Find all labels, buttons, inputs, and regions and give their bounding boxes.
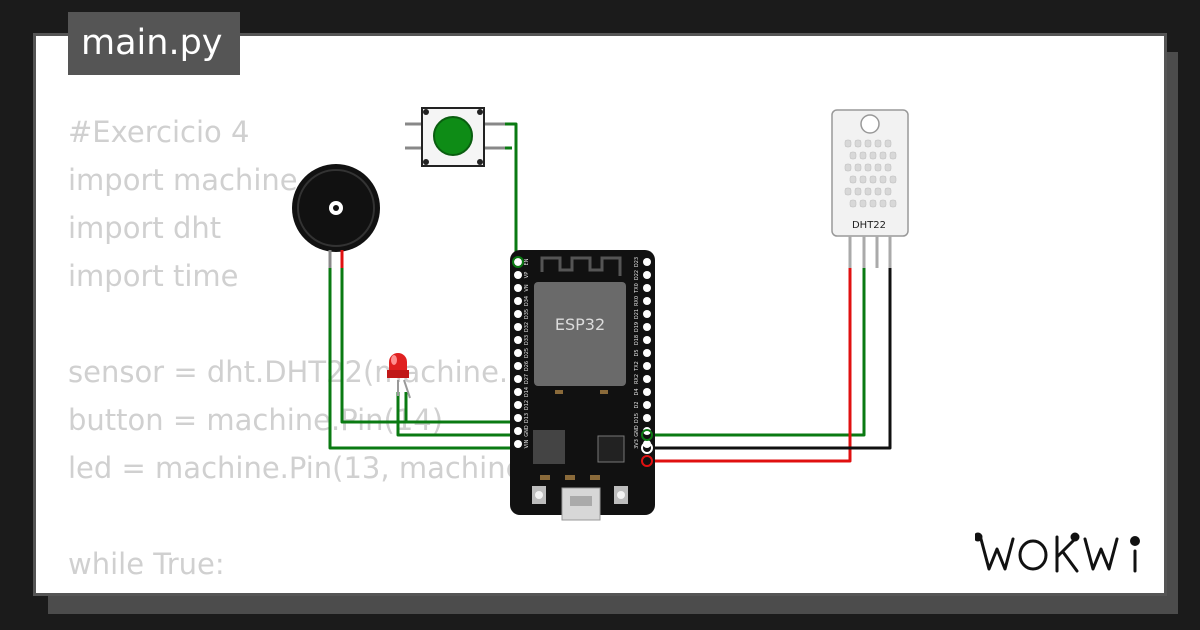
pin-label: 3V3 bbox=[634, 439, 640, 449]
vent-slot bbox=[874, 163, 882, 172]
pin-label: D34 bbox=[524, 296, 530, 306]
pin-label: D13 bbox=[524, 413, 530, 423]
wire-dht-vcc bbox=[648, 266, 852, 463]
vent-slot bbox=[849, 199, 857, 208]
vent-slot bbox=[854, 187, 862, 196]
led bbox=[387, 353, 411, 399]
code-line: import machine bbox=[68, 163, 298, 197]
dht22-sensor: DHT22 bbox=[831, 109, 909, 268]
vent-slot bbox=[859, 199, 867, 208]
vent-slot bbox=[879, 175, 887, 184]
pin-label: RX0 bbox=[634, 296, 640, 306]
pin-label: TX0 bbox=[634, 283, 640, 294]
vent-slot bbox=[884, 163, 892, 172]
pin-label: RX2 bbox=[634, 374, 640, 384]
vent-slot bbox=[874, 139, 882, 148]
vent-slot bbox=[884, 187, 892, 196]
vent-slot bbox=[879, 151, 887, 160]
code-line: button = machine.Pin(14) bbox=[68, 403, 444, 437]
pushbutton[interactable] bbox=[405, 107, 505, 167]
pin-label: D5 bbox=[634, 349, 640, 356]
vent-slot bbox=[844, 163, 852, 172]
vent-slot bbox=[889, 199, 897, 208]
wire-buzzer-left bbox=[328, 252, 520, 450]
pin-label: D15 bbox=[634, 413, 640, 423]
vent-slot bbox=[854, 139, 862, 148]
vent-slot bbox=[869, 199, 877, 208]
pin-label: D2 bbox=[634, 401, 640, 408]
esp32-board: ESP32 VINGNDD13D12D14D27D26D25D33D32D35D… bbox=[510, 250, 655, 521]
pin-label: D27 bbox=[524, 374, 530, 384]
pin-label: D26 bbox=[524, 361, 530, 371]
button-cap bbox=[433, 116, 473, 156]
vent-slot bbox=[884, 139, 892, 148]
pin-label: D21 bbox=[634, 309, 640, 319]
esp32-label: ESP32 bbox=[555, 315, 605, 334]
right-pin-labels: 3V3 GND D15 D2 D4 RX2 TX2 D5 D18 D19 D21 RX0 TX0 D22 D… bbox=[634, 257, 640, 449]
code-line: import dht bbox=[68, 211, 222, 245]
left-pin-labels: VIN GND D13 D12 D14 D27 D26 D25 D33 D32 D35 D34 VN VP… bbox=[524, 258, 530, 448]
pin-label: D35 bbox=[524, 309, 530, 319]
vent-slot bbox=[889, 175, 897, 184]
vent-slot bbox=[859, 175, 867, 184]
file-name-tab[interactable]: main.py bbox=[68, 12, 240, 75]
pin-label: VP bbox=[524, 272, 530, 278]
wire-dht-gnd bbox=[648, 266, 892, 450]
code-line: while True: bbox=[68, 547, 225, 581]
pin-label: D14 bbox=[524, 387, 530, 397]
vent-slot bbox=[849, 175, 857, 184]
pin-label: VN bbox=[524, 284, 530, 291]
pin-label: D33 bbox=[524, 335, 530, 345]
vent-slot bbox=[864, 187, 872, 196]
wire-buzzer-right bbox=[340, 252, 520, 424]
vent-slot bbox=[849, 151, 857, 160]
pin-label: D32 bbox=[524, 322, 530, 332]
pin-label: GND bbox=[634, 425, 640, 437]
vent-slot bbox=[844, 187, 852, 196]
pin-label: D12 bbox=[524, 400, 530, 410]
vent-slot bbox=[889, 151, 897, 160]
vent-slot bbox=[859, 151, 867, 160]
vent-slot bbox=[864, 139, 872, 148]
code-line: #Exercicio 4 bbox=[68, 115, 250, 149]
code-preview: #Exercicio 4 import machine import dht impo… bbox=[68, 108, 533, 588]
pin-label: VIN bbox=[524, 439, 530, 448]
code-line: sensor = dht.DHT22(machine. bbox=[68, 355, 509, 389]
pin-label: TX2 bbox=[634, 361, 640, 372]
wire-dht-data bbox=[648, 266, 866, 437]
dht22-label: DHT22 bbox=[852, 220, 886, 231]
pin-label: D4 bbox=[634, 388, 640, 395]
vent-slot bbox=[869, 151, 877, 160]
pin-label: D22 bbox=[634, 270, 640, 280]
vent-slot bbox=[869, 175, 877, 184]
pin-label: D18 bbox=[634, 335, 640, 345]
pin-label: GND bbox=[524, 425, 530, 437]
pin-label: D23 bbox=[634, 257, 640, 267]
buzzer bbox=[292, 164, 380, 268]
wokwi-logo bbox=[975, 532, 1140, 573]
code-line: import time bbox=[68, 259, 239, 293]
pin-label: EN bbox=[524, 258, 530, 265]
pin-label: D25 bbox=[524, 348, 530, 358]
vent-slot bbox=[854, 163, 862, 172]
vent-slot bbox=[844, 139, 852, 148]
vent-slot bbox=[874, 187, 882, 196]
vent-slot bbox=[879, 199, 887, 208]
pin-label: D19 bbox=[634, 322, 640, 332]
wire-led-1 bbox=[396, 392, 520, 437]
vent-slot bbox=[864, 163, 872, 172]
